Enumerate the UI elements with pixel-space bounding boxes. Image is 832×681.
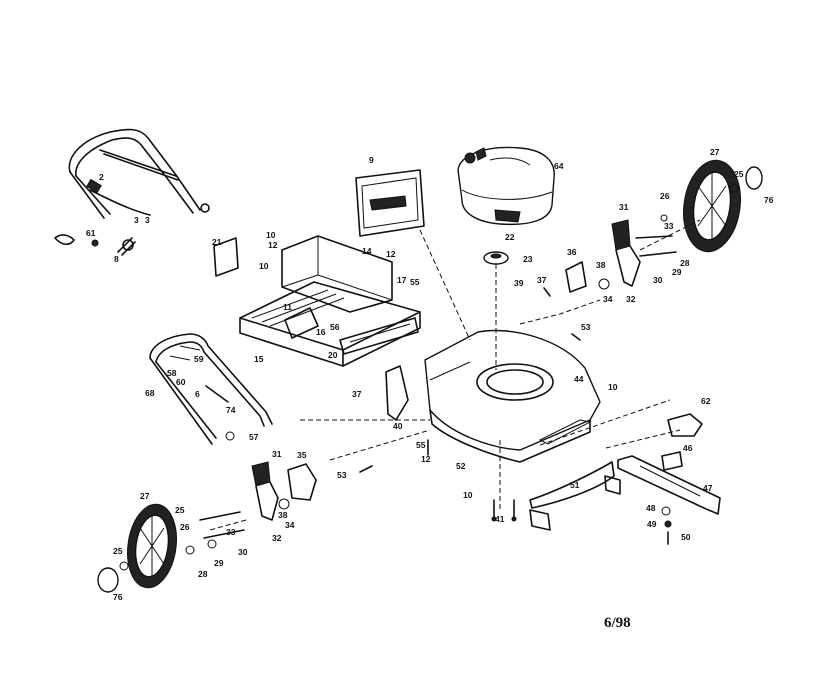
wheel-upper-right [683, 159, 763, 253]
part-number-label: 27 [140, 491, 150, 501]
part-number-label: 47 [703, 483, 713, 493]
blade-hardware [661, 413, 703, 545]
part-number-label: 33 [226, 527, 236, 537]
part-number-label: 28 [198, 569, 208, 579]
part-number-label: 62 [701, 396, 711, 406]
part-number-label: 25 [734, 169, 744, 179]
cable-clip [54, 234, 99, 247]
height-adjuster-left [199, 365, 409, 539]
part-number-label: 31 [619, 202, 629, 212]
part-number-label: 34 [603, 294, 613, 304]
part-number-label: 15 [254, 354, 264, 364]
part-number-label: 14 [362, 246, 372, 256]
part-number-label: 46 [683, 443, 693, 453]
part-number-label: 41 [495, 514, 505, 524]
part-number-label: 44 [574, 374, 584, 384]
part-number-label: 32 [272, 533, 282, 543]
part-number-label: 23 [523, 254, 533, 264]
deflector-door [355, 169, 425, 237]
mower-deck [424, 329, 601, 463]
part-number-label: 37 [537, 275, 547, 285]
part-number-label: 68 [145, 388, 155, 398]
part-number-label: 59 [194, 354, 204, 364]
part-number-label: 12 [268, 240, 278, 250]
fasteners [359, 287, 581, 522]
part-number-label: 38 [278, 510, 288, 520]
part-number-label: 27 [710, 147, 720, 157]
blade [617, 455, 721, 515]
part-number-label: 33 [664, 221, 674, 231]
part-number-label: 25 [175, 505, 185, 515]
part-number-label: 64 [554, 161, 564, 171]
part-number-label: 61 [86, 228, 96, 238]
wheel-lower-left [97, 503, 217, 593]
part-number-label: 60 [176, 377, 186, 387]
grass-bag-frame [213, 235, 421, 367]
part-number-label: 12 [421, 454, 431, 464]
part-number-label: 2 [99, 172, 104, 182]
part-number-label: 36 [567, 247, 577, 257]
part-number-label: 39 [514, 278, 524, 288]
part-number-label: 29 [214, 558, 224, 568]
part-number-label: 55 [410, 277, 420, 287]
part-number-label: 3 [134, 215, 139, 225]
part-number-label: 57 [249, 432, 259, 442]
part-number-label: 17 [397, 275, 407, 285]
part-number-label: 10 [266, 230, 276, 240]
part-number-label: 10 [259, 261, 269, 271]
part-number-label: 53 [581, 322, 591, 332]
part-number-label: 16 [316, 327, 326, 337]
part-number-label: 31 [272, 449, 282, 459]
part-number-label: 20 [328, 350, 338, 360]
part-number-label: 6 [195, 389, 200, 399]
assembly-lines [209, 219, 701, 531]
upper-handle [68, 128, 210, 256]
part-number-label: 30 [238, 547, 248, 557]
part-number-label: 25 [113, 546, 123, 556]
part-number-label: 10 [463, 490, 473, 500]
part-number-label: 76 [764, 195, 774, 205]
part-number-label: 38 [596, 260, 606, 270]
part-number-label: 56 [330, 322, 340, 332]
part-number-label: 53 [337, 470, 347, 480]
baffle [529, 461, 621, 531]
part-number-label: 48 [646, 503, 656, 513]
part-number-label: 40 [393, 421, 403, 431]
part-number-label: 52 [456, 461, 466, 471]
height-adjuster-right [565, 214, 677, 293]
lower-handle [149, 333, 273, 445]
part-number-label: 55 [416, 440, 426, 450]
part-number-label: 32 [626, 294, 636, 304]
blade-adapter [483, 251, 509, 265]
part-number-label: 28 [680, 258, 690, 268]
date-code: 6/98 [604, 615, 631, 631]
part-number-label: 21 [212, 237, 222, 247]
engine [457, 146, 555, 226]
part-number-label: 76 [113, 592, 123, 602]
part-number-label: 22 [505, 232, 515, 242]
part-number-label: 50 [681, 532, 691, 542]
part-number-label: 51 [570, 480, 580, 490]
part-number-label: 12 [386, 249, 396, 259]
part-number-label: 49 [647, 519, 657, 529]
part-number-label: 11 [283, 302, 292, 312]
part-number-label: 74 [226, 405, 236, 415]
part-number-label: 9 [369, 155, 374, 165]
part-number-label: 26 [660, 191, 670, 201]
part-number-label: 58 [167, 368, 177, 378]
part-number-label: 30 [653, 275, 663, 285]
part-number-label: 34 [285, 520, 295, 530]
part-number-label: 35 [297, 450, 307, 460]
part-number-label: 3 [145, 215, 150, 225]
part-number-label: 37 [352, 389, 362, 399]
part-number-label: 8 [114, 254, 119, 264]
part-number-label: 10 [608, 382, 618, 392]
part-number-label: 29 [672, 267, 682, 277]
part-number-label: 26 [180, 522, 190, 532]
